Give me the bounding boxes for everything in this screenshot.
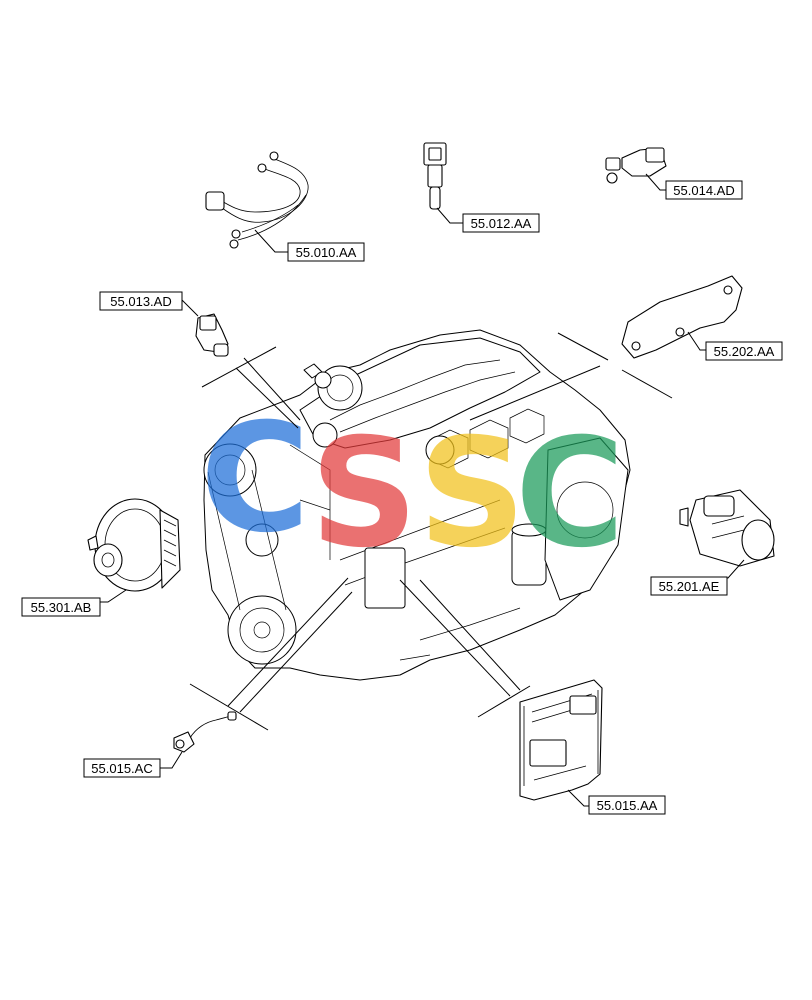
temperature-sensor-part [173,711,237,753]
callout-leader [567,789,590,807]
callout-label-55-012-aa: 55.012.AA [462,213,540,233]
callout-leader [181,299,199,317]
engine-assembly [203,329,631,681]
callout-text: 55.010.AA [296,245,357,260]
callout-label-55-301-ab: 55.301.AB [21,597,101,617]
callout-text: 55.202.AA [714,344,775,359]
callout-text: 55.015.AC [91,761,152,776]
callout-leader [436,207,463,224]
callout-leader [100,589,127,603]
injector-harness-part [205,151,309,249]
callout-label-55-015-ac: 55.015.AC [83,758,161,778]
callout-text: 55.301.AB [31,600,92,615]
callout-leader [254,229,288,253]
callout-text: 55.014.AD [673,183,734,198]
callout-leader [687,331,706,351]
callout-label-55-010-aa: 55.010.AA [287,242,365,262]
callout-label-55-013-ad: 55.013.AD [99,291,183,311]
callout-text: 55.015.AA [597,798,658,813]
callout-label-55-015-aa: 55.015.AA [588,795,666,815]
callout-label-55-201-ae: 55.201.AE [650,576,728,596]
watermark-letter: S [310,407,418,581]
speed-sensor-part [423,142,447,210]
callout-leader [160,751,183,769]
callout-text: 55.013.AD [110,294,171,309]
alternator-part [87,498,181,592]
callout-label-55-202-aa: 55.202.AA [705,341,783,361]
rail-pressure-sensor-part [195,313,229,357]
watermark-logo: C S S C [200,392,625,581]
ecu-module-part [519,679,603,801]
callout-text: 55.012.AA [471,216,532,231]
exhaust-gasket-part [621,275,743,359]
leader-lines [189,332,673,731]
callout-label-55-014-ad: 55.014.AD [665,180,743,200]
watermark-letter: C [515,407,625,581]
watermark-letter: S [418,407,526,581]
callout-leader [645,173,666,191]
watermark-letter: C [200,392,310,566]
pressure-sensor-part [605,147,667,184]
callout-text: 55.201.AE [659,579,720,594]
starter-motor-part [679,489,775,567]
